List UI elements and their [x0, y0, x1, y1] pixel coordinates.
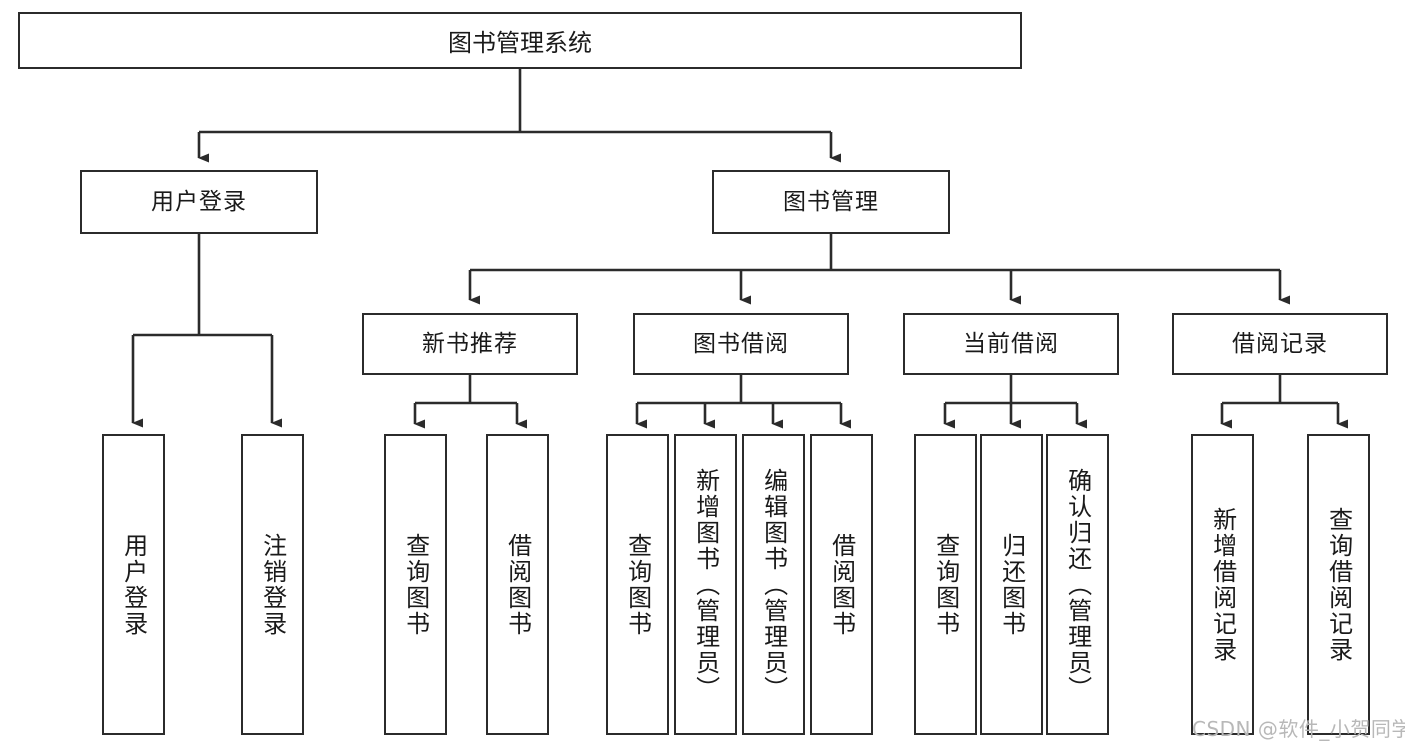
- node-leaf-borrow-book[interactable]: 借阅图书: [810, 434, 873, 735]
- node-borrow-record[interactable]: 借阅记录: [1172, 313, 1388, 375]
- node-leaf-confirm-return-admin[interactable]: 确认归还（管理员）: [1046, 434, 1109, 735]
- node-label: 新书推荐: [422, 330, 518, 357]
- watermark-text: CSDN @软件_小贺同学: [1192, 717, 1405, 741]
- node-leaf-logout[interactable]: 注销登录: [241, 434, 304, 735]
- node-label: 用户登录: [119, 532, 148, 637]
- node-label: 确认归还（管理员）: [1063, 467, 1092, 702]
- node-label: 查询图书: [401, 532, 430, 637]
- csdn-watermark: CSDN @软件_小贺同学: [1192, 713, 1405, 742]
- node-label: 图书借阅: [693, 330, 789, 357]
- node-leaf-query-book-newbook[interactable]: 查询图书: [384, 434, 447, 735]
- node-label: 图书管理: [783, 188, 879, 215]
- node-book-management[interactable]: 图书管理: [712, 170, 950, 234]
- node-new-book-recommend[interactable]: 新书推荐: [362, 313, 578, 375]
- node-leaf-query-borrow-record[interactable]: 查询借阅记录: [1307, 434, 1370, 735]
- node-label: 借阅图书: [503, 532, 532, 637]
- node-leaf-edit-book-admin[interactable]: 编辑图书（管理员）: [742, 434, 805, 735]
- node-user-login[interactable]: 用户登录: [80, 170, 318, 234]
- node-leaf-borrow-book-newbook[interactable]: 借阅图书: [486, 434, 549, 735]
- node-label: 查询借阅记录: [1324, 506, 1353, 663]
- node-label: 查询图书: [931, 532, 960, 637]
- node-label: 用户登录: [151, 188, 247, 215]
- node-label: 新增图书（管理员）: [691, 467, 720, 702]
- node-label: 归还图书: [997, 532, 1026, 637]
- node-label: 借阅记录: [1232, 330, 1328, 357]
- node-current-borrow[interactable]: 当前借阅: [903, 313, 1119, 375]
- node-book-borrow[interactable]: 图书借阅: [633, 313, 849, 375]
- node-leaf-query-book-borrow[interactable]: 查询图书: [606, 434, 669, 735]
- node-label: 借阅图书: [827, 532, 856, 637]
- node-leaf-query-book-current[interactable]: 查询图书: [914, 434, 977, 735]
- node-label: 图书管理系统: [448, 29, 592, 57]
- node-leaf-add-borrow-record[interactable]: 新增借阅记录: [1191, 434, 1254, 735]
- node-label: 查询图书: [623, 532, 652, 637]
- node-label: 新增借阅记录: [1208, 506, 1237, 663]
- node-leaf-add-book-admin[interactable]: 新增图书（管理员）: [674, 434, 737, 735]
- node-leaf-user-login[interactable]: 用户登录: [102, 434, 165, 735]
- node-label: 注销登录: [258, 532, 287, 637]
- node-label: 当前借阅: [963, 330, 1059, 357]
- node-leaf-return-book[interactable]: 归还图书: [980, 434, 1043, 735]
- node-root-system[interactable]: 图书管理系统: [18, 12, 1022, 69]
- node-label: 编辑图书（管理员）: [759, 467, 788, 702]
